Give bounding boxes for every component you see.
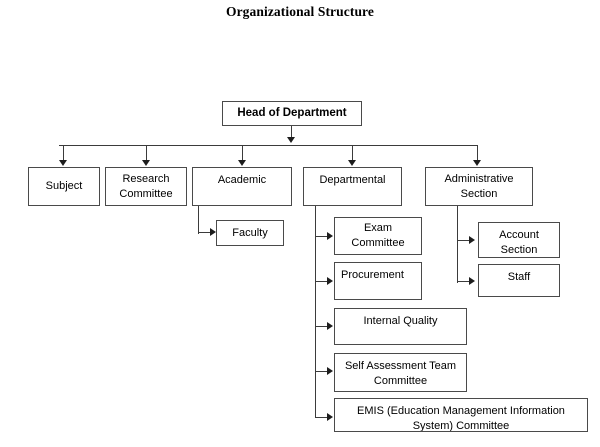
arrow-head-to-bus [287, 137, 295, 143]
arrow-bus-to-academic [238, 160, 246, 166]
connector-bus-to-subject [63, 145, 65, 161]
arrow-bus-to-subject [59, 160, 67, 166]
arrow-academic-to-faculty [210, 228, 216, 236]
page-title: Organizational Structure [225, 4, 374, 19]
node-self-assessment-team-committee[interactable]: Self Assessment Team Committee [334, 353, 467, 392]
node-exam-committee[interactable]: Exam Committee [334, 217, 422, 255]
arrow-bus-to-research [142, 160, 150, 166]
connector-academic-stem [198, 206, 200, 234]
node-procurement[interactable]: Procurement [334, 262, 422, 300]
connector-departmental-to-exam [315, 236, 329, 238]
connector-administrative-to-staff [457, 281, 471, 283]
arrow-administrative-to-staff [469, 277, 475, 285]
node-faculty[interactable]: Faculty [216, 220, 284, 246]
node-internal-quality[interactable]: Internal Quality [334, 308, 467, 345]
node-research-committee[interactable]: Research Committee [105, 167, 187, 206]
arrow-departmental-to-internal-quality [327, 322, 333, 330]
connector-departmental-to-emis [315, 417, 329, 419]
node-subject[interactable]: Subject [28, 167, 100, 206]
node-staff[interactable]: Staff [478, 264, 560, 297]
connector-bus-to-departmental [352, 145, 354, 161]
node-emis-committee[interactable]: EMIS (Education Management Information S… [334, 398, 588, 432]
node-departmental[interactable]: Departmental [303, 167, 402, 206]
arrow-bus-to-administrative [473, 160, 481, 166]
connector-bus-line [59, 145, 478, 147]
connector-administrative-to-account [457, 240, 471, 242]
connector-bus-to-research [146, 145, 148, 161]
node-academic[interactable]: Academic [192, 167, 292, 206]
connector-administrative-stem [457, 206, 459, 283]
arrow-departmental-to-exam [327, 232, 333, 240]
arrow-departmental-to-emis [327, 413, 333, 421]
node-head-of-department[interactable]: Head of Department [222, 101, 362, 126]
arrow-administrative-to-account [469, 236, 475, 244]
arrow-bus-to-departmental [348, 160, 356, 166]
connector-departmental-to-internal-quality [315, 326, 329, 328]
connector-bus-to-administrative [477, 145, 479, 161]
connector-departmental-stem [315, 206, 317, 418]
connector-head-to-bus [291, 126, 293, 139]
connector-departmental-to-self-assessment [315, 371, 329, 373]
arrow-departmental-to-self-assessment [327, 367, 333, 375]
arrow-departmental-to-procurement [327, 277, 333, 285]
connector-departmental-to-procurement [315, 281, 329, 283]
connector-bus-to-academic [242, 145, 244, 161]
node-administrative-section[interactable]: Administrative Section [425, 167, 533, 206]
node-account-section[interactable]: Account Section [478, 222, 560, 258]
connector-academic-to-faculty [198, 232, 212, 234]
